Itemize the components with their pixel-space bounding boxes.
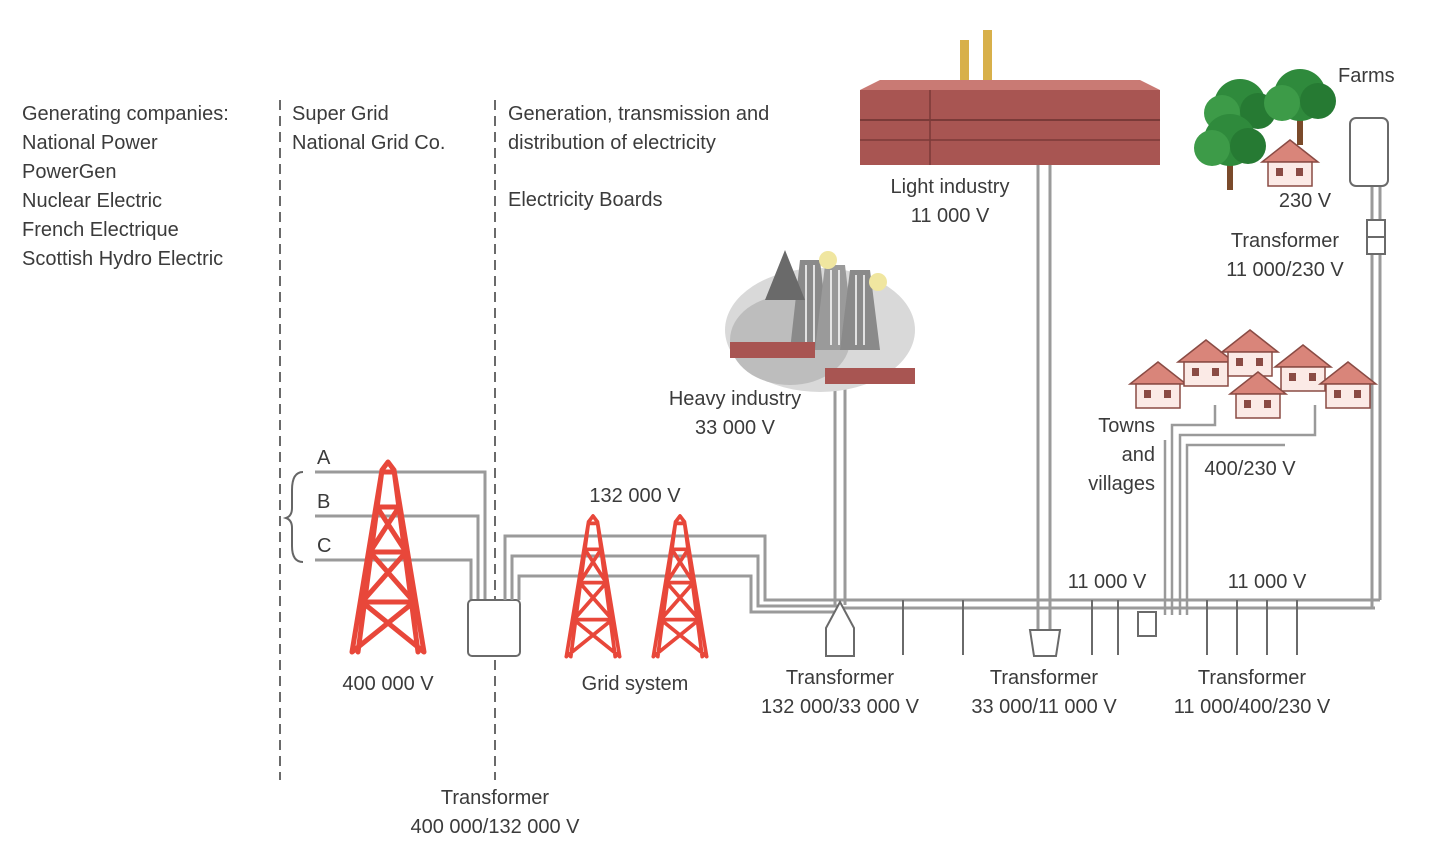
grid-voltage-label: 132 000 V <box>589 485 681 507</box>
grid-lines <box>503 534 838 614</box>
transformer-title: Transformer <box>1197 667 1307 689</box>
farm-voltage-label: 230 V <box>1278 190 1332 212</box>
towns-villages-label: Towns and villages <box>1040 412 1155 499</box>
transformer-400-132-icon <box>467 599 521 657</box>
light-industry-label: Light industry 11 000 V <box>860 173 1040 231</box>
phase-b-label: B <box>317 491 331 513</box>
towns-line3: villages <box>1088 473 1155 495</box>
heavy-industry-title: Heavy industry <box>668 388 802 410</box>
distribution-bus <box>838 130 1382 610</box>
transformer-132-33-label: Transformer 132 000/33 000 V <box>745 664 935 722</box>
transformer-title: Transformer <box>785 667 895 689</box>
super-grid-line2: National Grid Co. <box>292 132 446 154</box>
bus-11kv-label-b: 11 000 V <box>1227 571 1307 593</box>
heavy-industry-feeder <box>833 380 847 605</box>
heavy-industry-icon <box>725 250 915 392</box>
company-name: Scottish Hydro Electric <box>22 248 224 270</box>
farms-label: Farms <box>1338 65 1395 87</box>
transformer-400-132-label: Transformer 400 000/132 000 V <box>395 784 595 842</box>
light-industry-feeder <box>1036 165 1052 630</box>
transformer-ratio: 400 000/132 000 V <box>410 816 580 838</box>
distribution-section: Generation, transmission and distributio… <box>508 100 769 158</box>
transformer-132-33-icon <box>825 599 855 657</box>
company-name: National Power <box>22 132 158 154</box>
transformer-11-400-label: Transformer 11 000/400/230 V <box>1152 664 1352 722</box>
tower-voltage-label: 400 000 V <box>342 673 434 695</box>
generating-companies-section: Generating companies: National Power Pow… <box>22 100 229 274</box>
transformer-title: Transformer <box>989 667 1099 689</box>
transformer-ratio: 33 000/11 000 V <box>971 696 1117 718</box>
phase-c-label: C <box>317 535 332 557</box>
transformer-33-11-icon <box>1028 629 1062 657</box>
company-name: French Electrique <box>22 219 179 241</box>
distribution-line2: distribution of electricity <box>508 132 716 154</box>
phase-bracket <box>282 471 304 563</box>
heavy-industry-voltage: 33 000 V <box>694 417 776 439</box>
transformer-11-230-label: Transformer 11 000/230 V <box>1200 227 1370 285</box>
transformer-11-400-icon <box>1137 611 1157 637</box>
super-grid-line1: Super Grid <box>292 103 389 125</box>
transformer-ratio: 11 000/400/230 V <box>1173 696 1331 718</box>
transformer-33-11-label: Transformer 33 000/11 000 V <box>952 664 1136 722</box>
grid-system-label: Grid system <box>581 673 689 695</box>
transformer-ratio: 11 000/230 V <box>1226 259 1344 281</box>
towns-line2: and <box>1121 444 1155 466</box>
farm-icon <box>1194 69 1389 190</box>
transformer-title: Transformer <box>1230 230 1340 252</box>
towns-voltage-label: 400/230 V <box>1204 458 1296 480</box>
phase-a-label: A <box>317 447 331 469</box>
pylon-400kv-icon <box>352 462 424 652</box>
transformer-ratio: 132 000/33 000 V <box>761 696 919 718</box>
heavy-industry-label: Heavy industry 33 000 V <box>640 385 830 443</box>
bus-11kv-label-a: 11 000 V <box>1067 571 1147 593</box>
light-industry-voltage: 11 000 V <box>910 205 990 227</box>
electricity-boards-label: Electricity Boards <box>508 189 663 211</box>
towns-feeder <box>1163 405 1317 615</box>
distribution-line1: Generation, transmission and <box>508 103 770 125</box>
generating-heading: Generating companies: <box>22 103 229 125</box>
company-name: Nuclear Electric <box>22 190 163 212</box>
light-industry-icon <box>860 30 1160 165</box>
super-grid-section: Super Grid National Grid Co. <box>292 100 445 158</box>
transformer-title: Transformer <box>440 787 550 809</box>
towns-line1: Towns <box>1098 415 1155 437</box>
light-industry-title: Light industry <box>890 176 1010 198</box>
spur-feeders <box>902 600 1298 655</box>
company-name: PowerGen <box>22 161 117 183</box>
towns-villages-icon <box>1129 329 1377 419</box>
